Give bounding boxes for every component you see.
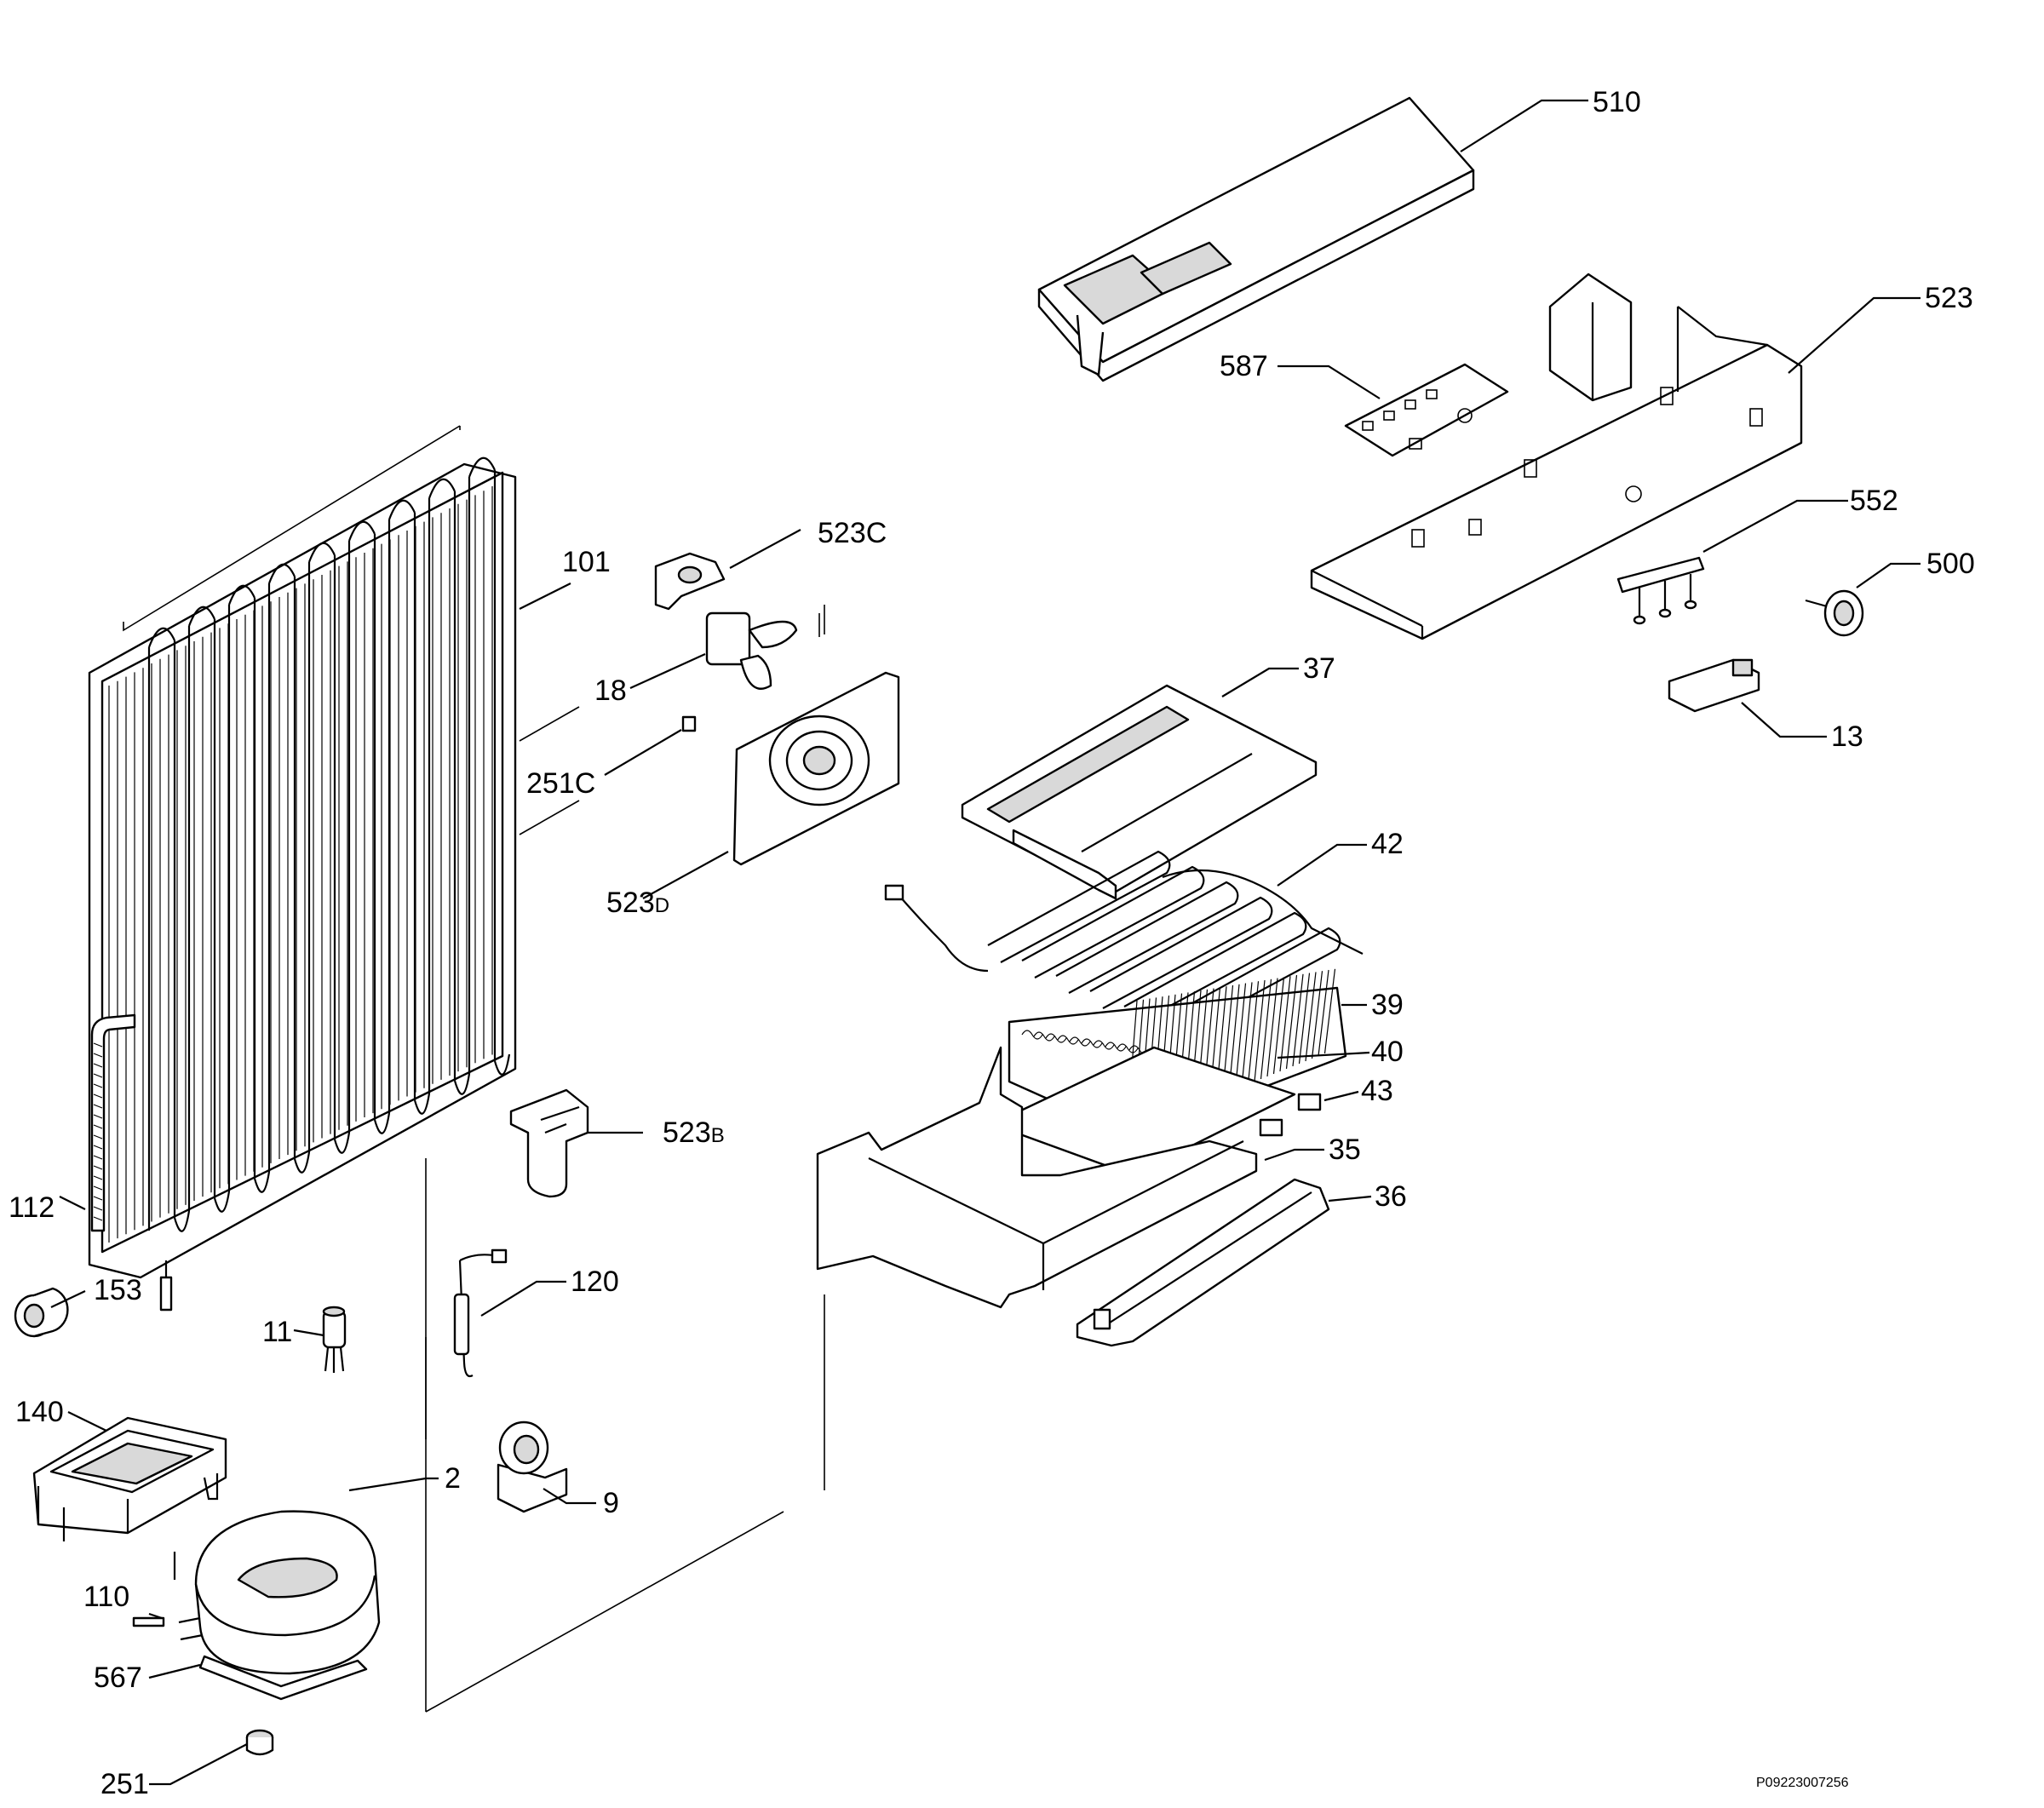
drain-channel-36 (1076, 1178, 1330, 1347)
label-251: 251 (100, 1768, 149, 1800)
part-labels: 510 523 587 552 500 13 37 42 39 40 43 35… (9, 86, 1975, 1800)
drain-tube-112 (90, 1013, 136, 1232)
label-523b: 523B (663, 1116, 725, 1149)
label-500: 500 (1926, 548, 1975, 580)
label-18: 18 (594, 674, 627, 707)
label-43: 43 (1361, 1075, 1393, 1107)
label-42: 42 (1371, 828, 1404, 860)
grommet-251 (245, 1729, 274, 1756)
label-9: 9 (603, 1487, 619, 1519)
insulation-pad-40 (990, 1046, 1296, 1177)
clip-9 (497, 1421, 568, 1513)
control-housing-523 (1310, 273, 1803, 640)
label-567: 567 (94, 1662, 142, 1694)
label-37: 37 (1303, 652, 1335, 685)
label-120: 120 (571, 1266, 619, 1298)
label-39: 39 (1371, 989, 1404, 1021)
top-cover-510 (1037, 96, 1475, 382)
evaporator-housing-35 (816, 1046, 1258, 1309)
fan-cover-523c (654, 552, 726, 611)
label-523d: 523D (606, 887, 669, 919)
label-140: 140 (15, 1396, 64, 1428)
label-13: 13 (1831, 720, 1863, 753)
label-153: 153 (94, 1274, 142, 1306)
label-523: 523 (1925, 282, 1973, 314)
compressor-2 (132, 1510, 381, 1701)
label-523c: 523C (818, 517, 887, 549)
condenser-101 (88, 456, 517, 1312)
label-112: 112 (9, 1191, 55, 1224)
drawing-code: P09223007256 (1756, 1776, 1849, 1790)
knob-500 (1805, 589, 1864, 637)
label-40: 40 (1371, 1036, 1404, 1068)
lamp-holder-552 (1616, 556, 1705, 625)
label-2: 2 (445, 1462, 461, 1495)
clip-43 (1259, 1093, 1322, 1137)
label-587: 587 (1220, 350, 1268, 382)
label-251c: 251C (526, 767, 595, 800)
label-552: 552 (1850, 485, 1898, 517)
leader-lines (50, 99, 1921, 1786)
fan-motor-18 (705, 611, 798, 690)
switch-13 (1668, 658, 1760, 713)
label-11: 11 (262, 1316, 292, 1348)
sleeve-153 (14, 1287, 69, 1338)
label-36: 36 (1375, 1180, 1407, 1213)
label-101: 101 (562, 546, 611, 578)
drip-tray-140 (32, 1416, 227, 1541)
clip-523b (509, 1088, 589, 1198)
fan-plate-523d (732, 613, 900, 866)
heater-42 (884, 850, 1364, 1040)
label-35: 35 (1329, 1134, 1361, 1166)
sensor-120 (453, 1248, 508, 1378)
shelf-37 (961, 684, 1318, 900)
washer-251c (681, 715, 697, 732)
relay-11 (322, 1306, 347, 1373)
label-510: 510 (1593, 86, 1641, 118)
label-110: 110 (83, 1581, 129, 1613)
cabinet-outline (123, 425, 825, 1713)
pcb-587 (1344, 363, 1509, 457)
